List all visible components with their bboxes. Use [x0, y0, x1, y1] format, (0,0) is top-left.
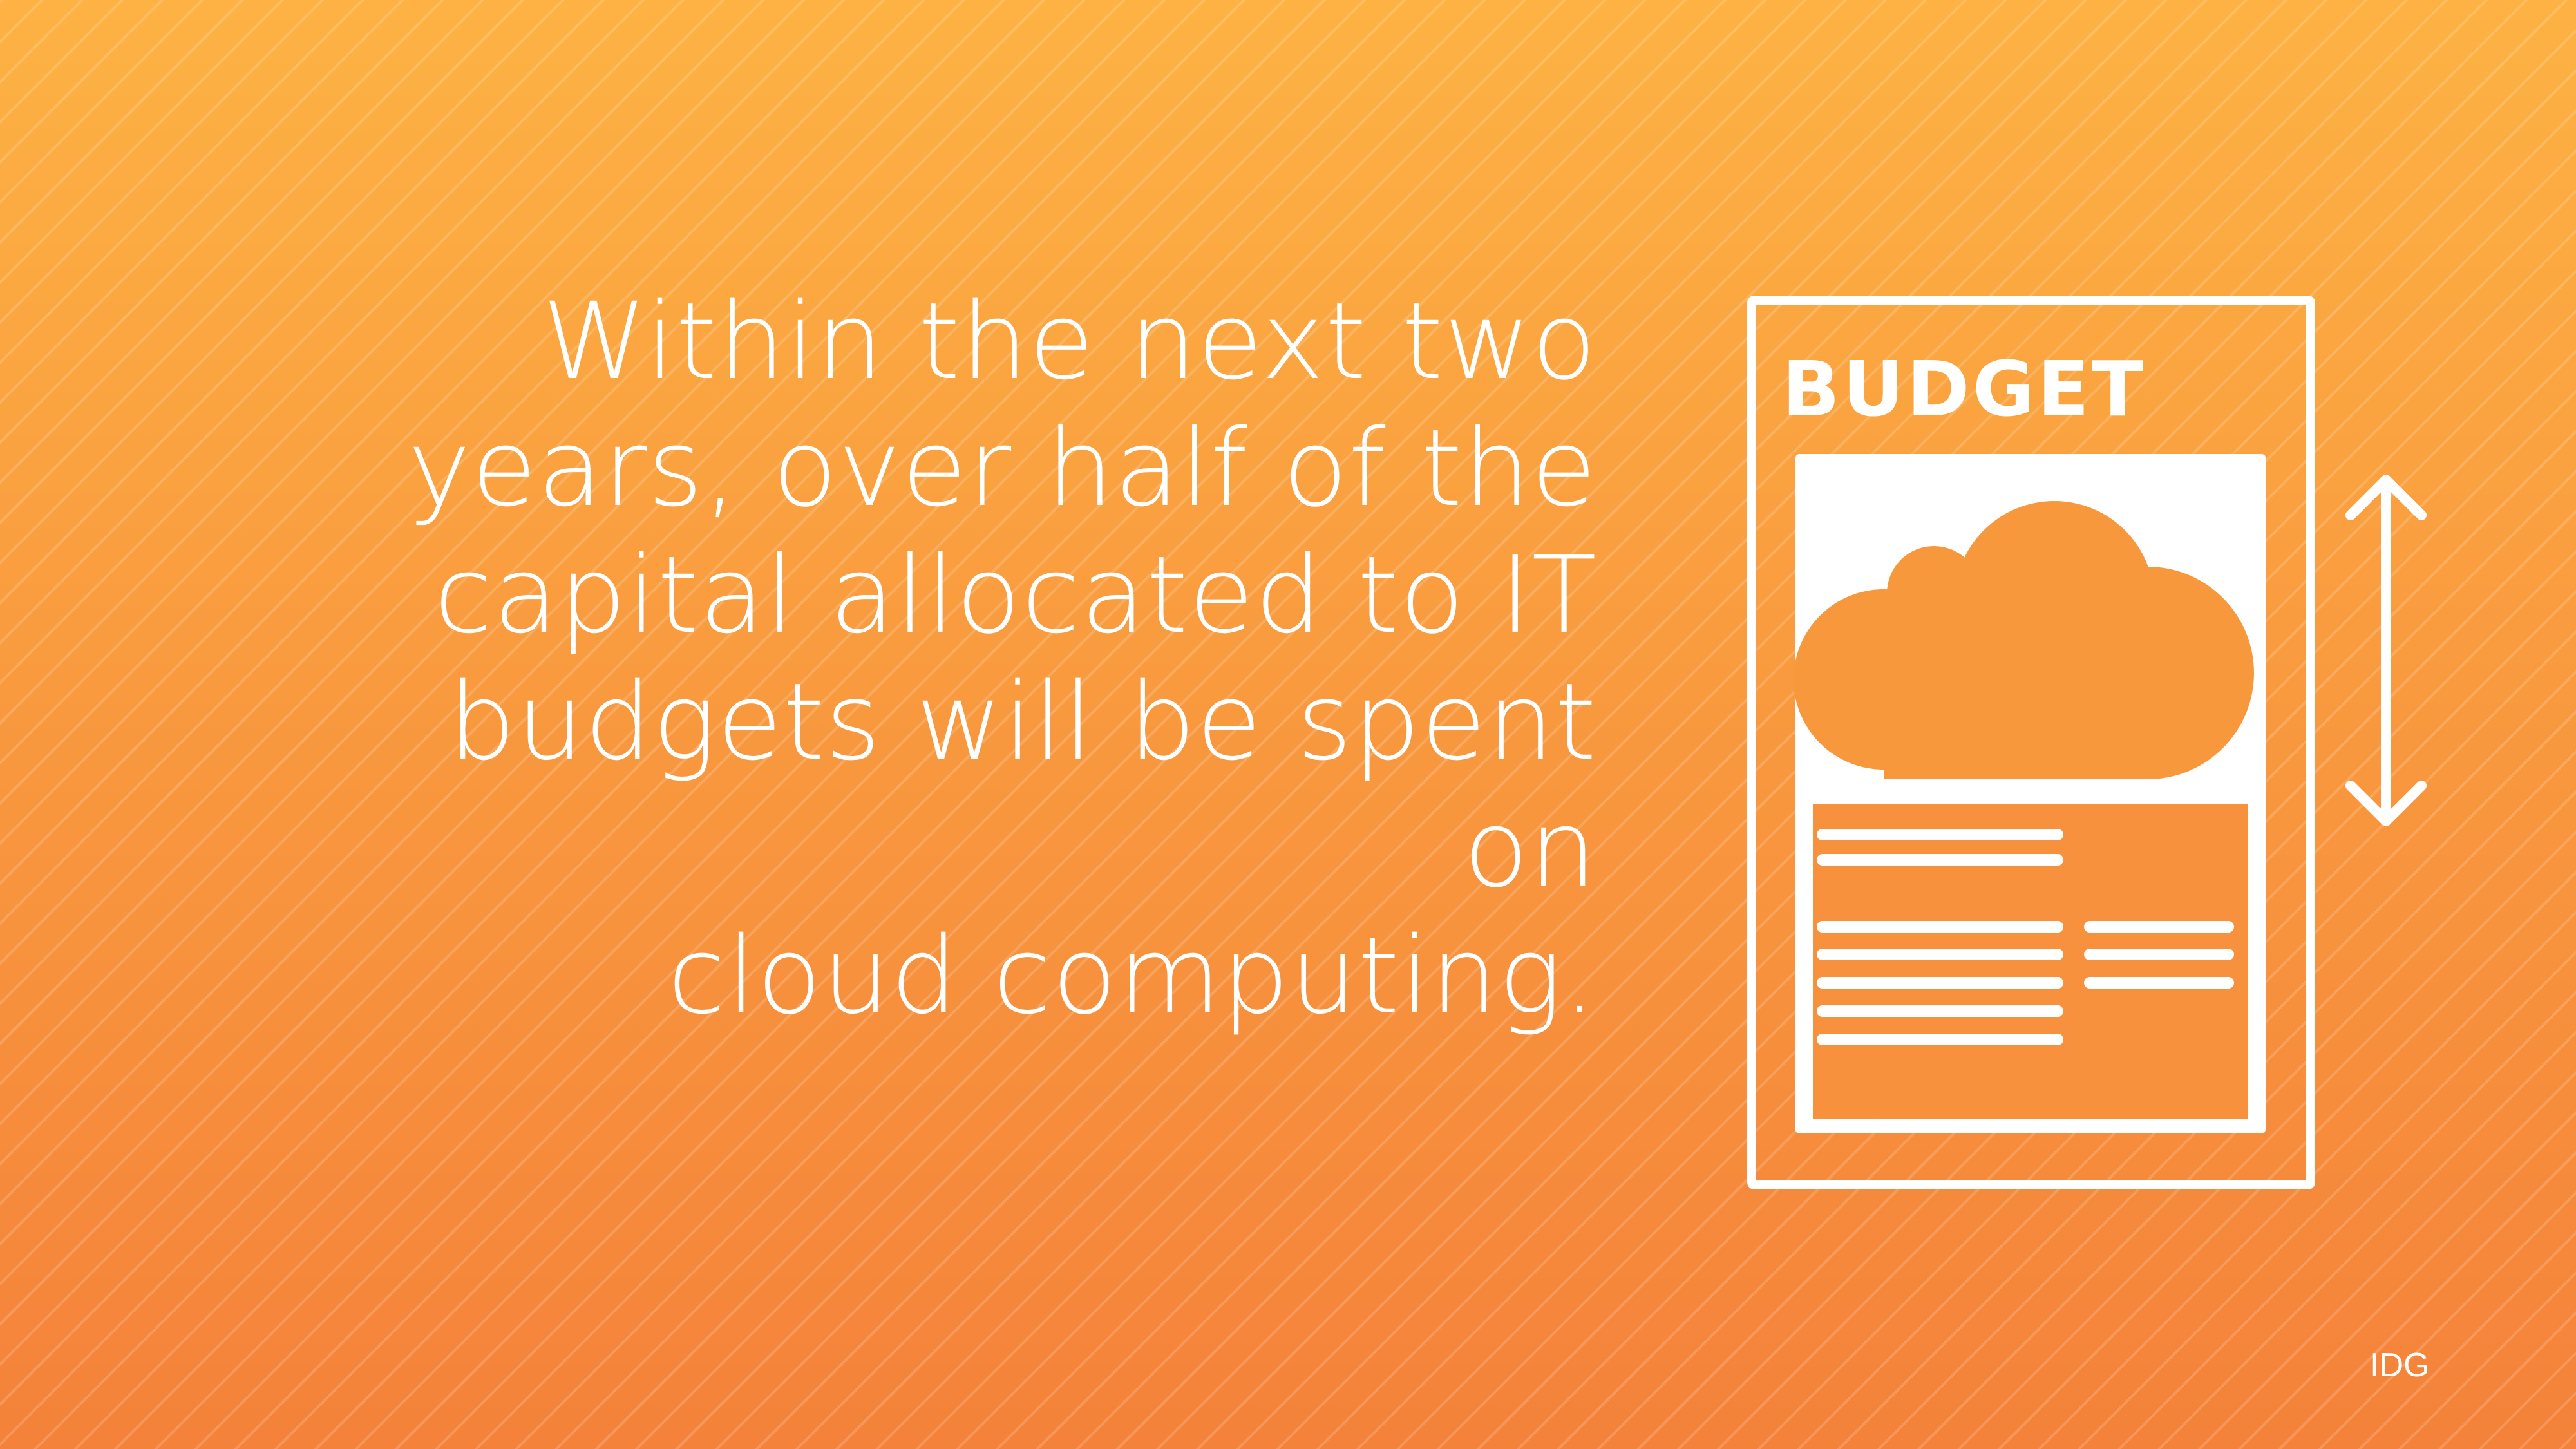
- text-lines-box: [1806, 797, 2255, 1126]
- budget-illustration: BUDGET: [1747, 296, 2427, 1189]
- text-lines-icon: [1817, 829, 2234, 1045]
- double-arrow-icon: [2345, 475, 2427, 826]
- credit-text: IDG: [2370, 1347, 2430, 1384]
- cloud-icon: [1794, 501, 2254, 779]
- quote-text: Within the next two years, over half of …: [408, 279, 1597, 1037]
- budget-document-icon: [1747, 296, 2315, 1189]
- budget-label: BUDGET: [1782, 345, 2146, 433]
